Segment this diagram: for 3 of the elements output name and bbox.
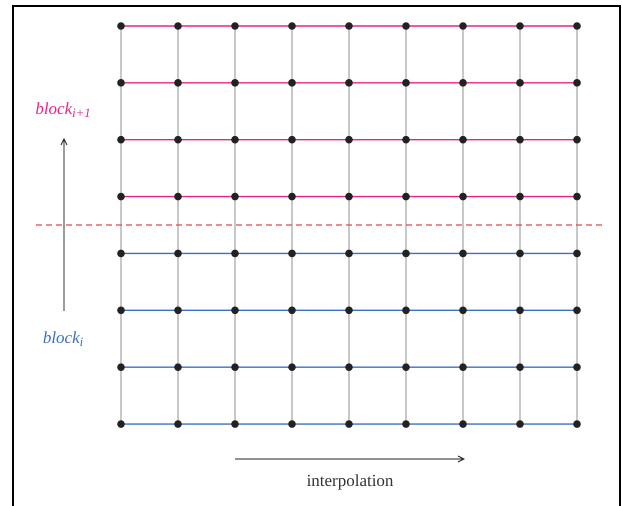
block-label: block$_{i+1}$ — [34, 98, 92, 120]
block-label: block$_{i}$ — [42, 327, 84, 349]
axis-label: interpolation — [306, 470, 394, 492]
